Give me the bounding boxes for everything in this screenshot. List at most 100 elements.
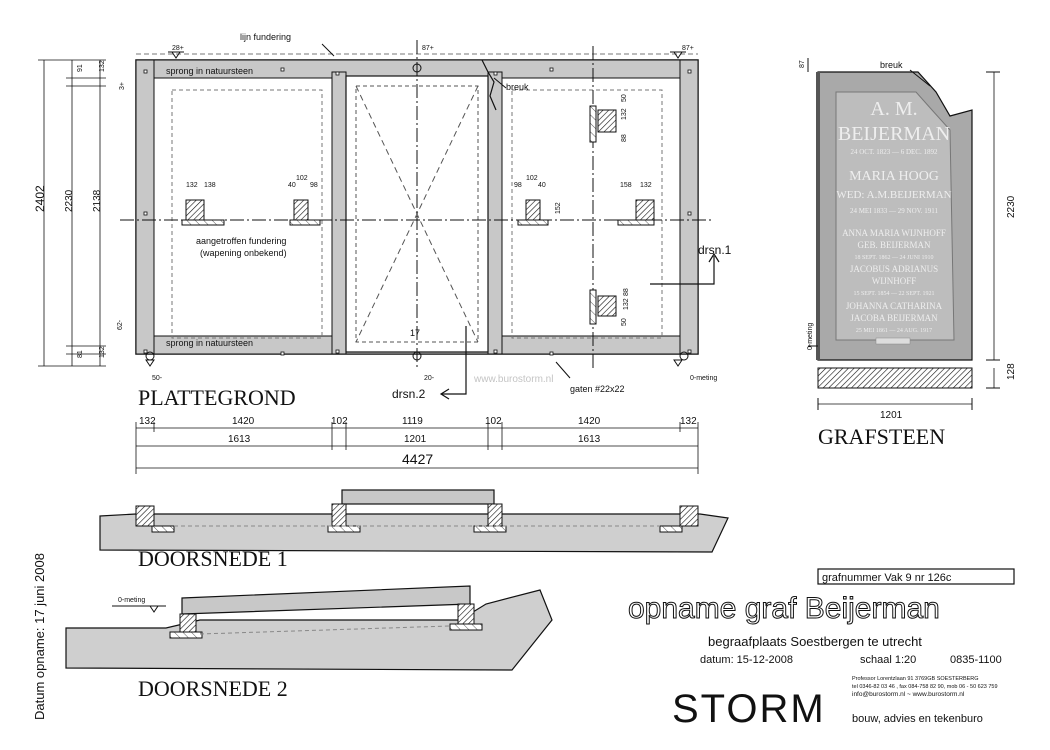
inscription-line-6: ANNA MARIA WIJNHOFF (842, 228, 946, 238)
watermark: www.burostorm.nl (473, 374, 553, 385)
dim-b1-4: 102 (485, 416, 502, 427)
breuk-label: breuk (506, 82, 529, 92)
inscription-line-11: 15 SEPT. 1854 — 22 SEPT. 1921 (853, 291, 934, 297)
dim-158: 158 (620, 182, 632, 189)
dim-b2-2: 1613 (578, 434, 601, 445)
dim-132b: 132 (99, 346, 106, 358)
dim-b1-0: 132 (139, 416, 156, 427)
doorsnede-2-title: DOORSNEDE 2 (138, 676, 288, 701)
grafsteen-labels: breuk 87 0-meting 2230 1201 128 (799, 60, 1017, 421)
dim-2402: 2402 (33, 185, 47, 212)
drsn2-label: drsn.2 (392, 387, 426, 401)
dim-2230: 2230 (64, 189, 75, 212)
dim-98b: 98 (514, 182, 522, 189)
dim-50b: 50 (621, 318, 628, 326)
inscription-line-4: WED: A.M.BEIJERMAN (836, 189, 951, 201)
dim-98a: 98 (310, 182, 318, 189)
inscription-line-3: MARIA HOOG (849, 169, 939, 184)
dim-152: 152 (555, 202, 562, 214)
dim-b2-1: 1201 (404, 434, 427, 445)
dim-b2-0: 1613 (228, 434, 251, 445)
drawing-title: opname graf Beijerman (628, 592, 940, 625)
inscription-line-2: 24 OCT. 1823 — 6 DEC. 1892 (851, 148, 938, 156)
nulmeting-plan-label: 0-meting (690, 375, 717, 382)
dim-132c: 132 (640, 182, 652, 189)
inscription-line-0: A. M. (870, 98, 917, 120)
company-address-1: Professor Lorentzlaan 91 3769GB SOESTERB… (852, 676, 979, 682)
inscription-line-7: GEB. BEIJERMAN (857, 240, 931, 250)
grafsteen-dim-width: 1201 (880, 410, 903, 421)
gaten-label: gaten #22x22 (570, 384, 625, 394)
company-tagline: bouw, advies en tekenburo (852, 713, 983, 725)
inscription-line-14: 25 MEI 1861 — 24 AUG. 1917 (856, 328, 932, 334)
doorsnede-1-title: DOORSNEDE 1 (138, 546, 288, 571)
plattegrond-title: PLATTEGROND (138, 385, 296, 410)
inscription-line-1: BEIJERMAN (838, 123, 950, 145)
dim-132: 132 (186, 182, 198, 189)
company-logo-text: STORM (672, 687, 826, 731)
grafsteen-dim-height: 2230 (1006, 195, 1017, 218)
grafsteen-level-87: 87 (799, 60, 806, 68)
level-50: 50- (152, 375, 163, 382)
level-87b: 87+ (682, 45, 694, 52)
doorsnede-1 (99, 489, 729, 553)
plan-dims-left (38, 59, 106, 367)
sprong-bottom-label: sprong in natuursteen (166, 338, 253, 348)
dim-91: 91 (77, 64, 84, 72)
dim-b1-5: 1420 (578, 416, 601, 427)
level-17: 17 (410, 328, 420, 338)
grafsteen-title: GRAFSTEEN (818, 424, 945, 449)
company-address-3: info@burostorm.nl ~ www.burostorm.nl (852, 691, 965, 698)
grafsteen-breuk-label: breuk (880, 60, 903, 70)
datum-opname-side: Datum opname: 17 juni 2008 (32, 553, 47, 720)
dim-b1-2: 102 (331, 416, 348, 427)
inscription-line-8: 18 SEPT. 1862 — 24 JUNI 1910 (854, 255, 933, 261)
dim-132a: 132 (99, 60, 106, 72)
dim-132d: 132 (621, 108, 628, 120)
inscription-line-13: JACOBA BEIJERMAN (850, 313, 938, 323)
dim-81: 81 (77, 350, 84, 358)
dim-138: 138 (204, 182, 216, 189)
doorsnede-2 (65, 585, 553, 671)
lijn-fundering-label: lijn fundering (240, 32, 291, 42)
level-20: 20- (424, 375, 435, 382)
dim-b1-6: 132 (680, 416, 697, 427)
title-block: grafnummer Vak 9 nr 126c opname graf Bei… (628, 568, 1015, 731)
drawing-datum: datum: 15-12-2008 (700, 654, 793, 666)
grafsteen-dim-thick: 128 (1006, 363, 1017, 380)
aangetroffen-label-1: aangetroffen fundering (196, 236, 286, 246)
plan-view (120, 40, 720, 400)
doorsnede-2-nulmeting: 0-meting (118, 597, 145, 604)
company-address-2: tel 0346-82 03 46 , fax 084-758 82 90, m… (852, 684, 998, 690)
inscription-line-9: JACOBUS ADRIANUS (850, 264, 938, 274)
aangetroffen-label-2: (wapening onbekend) (200, 248, 287, 258)
inscription-line-12: JOHANNA CATHARINA (846, 301, 943, 311)
level-28: 28+ (172, 45, 184, 52)
stone-maker-plate (875, 337, 911, 345)
level-62: 62- (117, 319, 124, 330)
dim-88a: 88 (621, 134, 628, 142)
drawing-code: 0835-1100 (950, 654, 1002, 666)
dim-b1-1: 1420 (232, 416, 255, 427)
sprong-top-label: sprong in natuursteen (166, 66, 253, 76)
level-87a: 87+ (422, 45, 434, 52)
dim-88b: 88 (623, 288, 630, 296)
dim-50a: 50 (621, 94, 628, 102)
dim-2138: 2138 (92, 189, 103, 212)
dim-132e: 132 (623, 298, 630, 310)
grafsteen-inscription: A. M. BEIJERMAN 24 OCT. 1823 — 6 DEC. 18… (836, 98, 952, 345)
dim-b1-3: 1119 (402, 416, 423, 427)
plan-labels: lijn fundering sprong in natuursteen spr… (117, 32, 732, 401)
grafsteen-view (807, 58, 1000, 410)
grafnummer: grafnummer Vak 9 nr 126c (822, 572, 952, 584)
inscription-line-10: WIJNHOFF (872, 276, 917, 286)
dim-total: 4427 (402, 451, 433, 467)
dim-102a: 102 (296, 175, 308, 182)
drsn1-label: drsn.1 (698, 243, 732, 257)
dim-40b: 40 (538, 182, 546, 189)
dim-40a: 40 (288, 182, 296, 189)
plan-dims-bottom (135, 422, 699, 474)
drawing-subtitle: begraafplaats Soestbergen te utrecht (708, 634, 922, 649)
dim-102b: 102 (526, 175, 538, 182)
